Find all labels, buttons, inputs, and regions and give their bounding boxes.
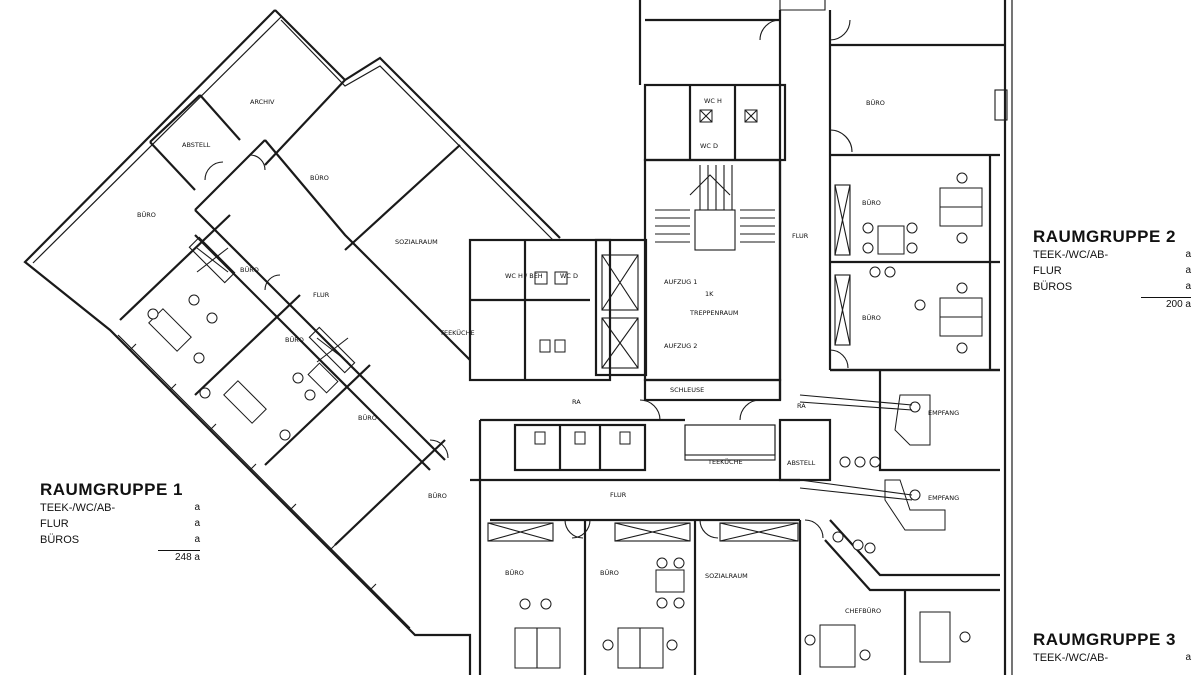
label-buero-w4: BÜRO [428,491,447,500]
label-teekueche-s: TEEKÜCHE [707,457,743,466]
label-wc-h-upper: WC H [704,97,722,105]
room-labels: ARCHIV ABSTELL BÜRO BÜRO SOZIALRAUM BÜRO… [137,97,959,615]
raumgruppe-3-rooms [684,368,1000,675]
legend-title: RAUMGRUPPE 1 [40,480,183,499]
label-buero-e2: BÜRO [862,313,881,322]
label-flur-south: FLUR [610,491,627,499]
label-schleuse: SCHLEUSE [670,386,704,394]
label-wc-d-upper: WC D [700,142,718,150]
label-treppenraum: TREPPENRAUM [689,309,738,317]
label-buero-w3: BÜRO [358,413,377,422]
legend-total: 200 a [1141,297,1191,310]
label-buero-e1: BÜRO [862,198,881,207]
label-buero-s2: BÜRO [600,568,619,577]
label-empfang-1: EMPFANG [928,409,959,417]
label-wc-h-beh: WC H / BEH [505,272,543,280]
label-abstell: ABSTELL [182,141,211,149]
label-chefbuero: CHEFBÜRO [845,606,881,615]
label-buero-w1: BÜRO [240,265,259,274]
label-archiv: ARCHIV [250,98,275,106]
core-block [468,83,787,456]
north-corridor [638,0,851,400]
stair-treads [655,165,775,243]
label-aufzug-2: AUFZUG 2 [664,342,697,350]
label-abstell-s: ABSTELL [787,459,816,467]
legend-total: 248 a [158,550,200,563]
raumgruppe-2-rooms [829,0,1013,675]
legend-row: TEEK-/WC/AB-a [1033,652,1191,664]
label-buero-s1: BÜRO [505,568,524,577]
legend-raumgruppe-3: RAUMGRUPPE 3 TEEK-/WC/AB-a [1033,630,1191,666]
label-buero-n: BÜRO [310,173,329,182]
label-ra-1: RA [572,398,581,406]
label-buero-ne: BÜRO [866,98,885,107]
label-wc-d: WC D [560,272,578,280]
label-treppenraum-nr: 1K [705,290,714,298]
label-buero-nw: BÜRO [137,210,156,219]
label-empfang-2: EMPFANG [928,494,959,502]
window-marks-sw [129,343,377,591]
label-flur-north: FLUR [792,232,809,240]
legend-title: RAUMGRUPPE 2 [1033,227,1176,246]
label-buero-w2: BÜRO [285,335,304,344]
legend-row: TEEK-/WC/AB-a [1033,249,1191,261]
cabinet-hatch-2 [308,326,356,374]
rotated-wing [23,9,561,675]
label-sozialraum-n: SOZIALRAUM [395,238,438,246]
label-flur-wing: FLUR [313,291,330,299]
label-sozialraum-s: SOZIALRAUM [705,572,748,580]
legend-row: TEEK-/WC/AB-a [40,502,200,514]
label-ra-2: RA [797,402,806,410]
cabinet-hatch-1 [188,236,236,284]
label-teekueche-w: TEEKÜCHE [439,328,475,337]
south-block [470,418,824,675]
label-aufzug-1: AUFZUG 1 [664,278,697,286]
legend-title: RAUMGRUPPE 3 [1033,630,1176,649]
